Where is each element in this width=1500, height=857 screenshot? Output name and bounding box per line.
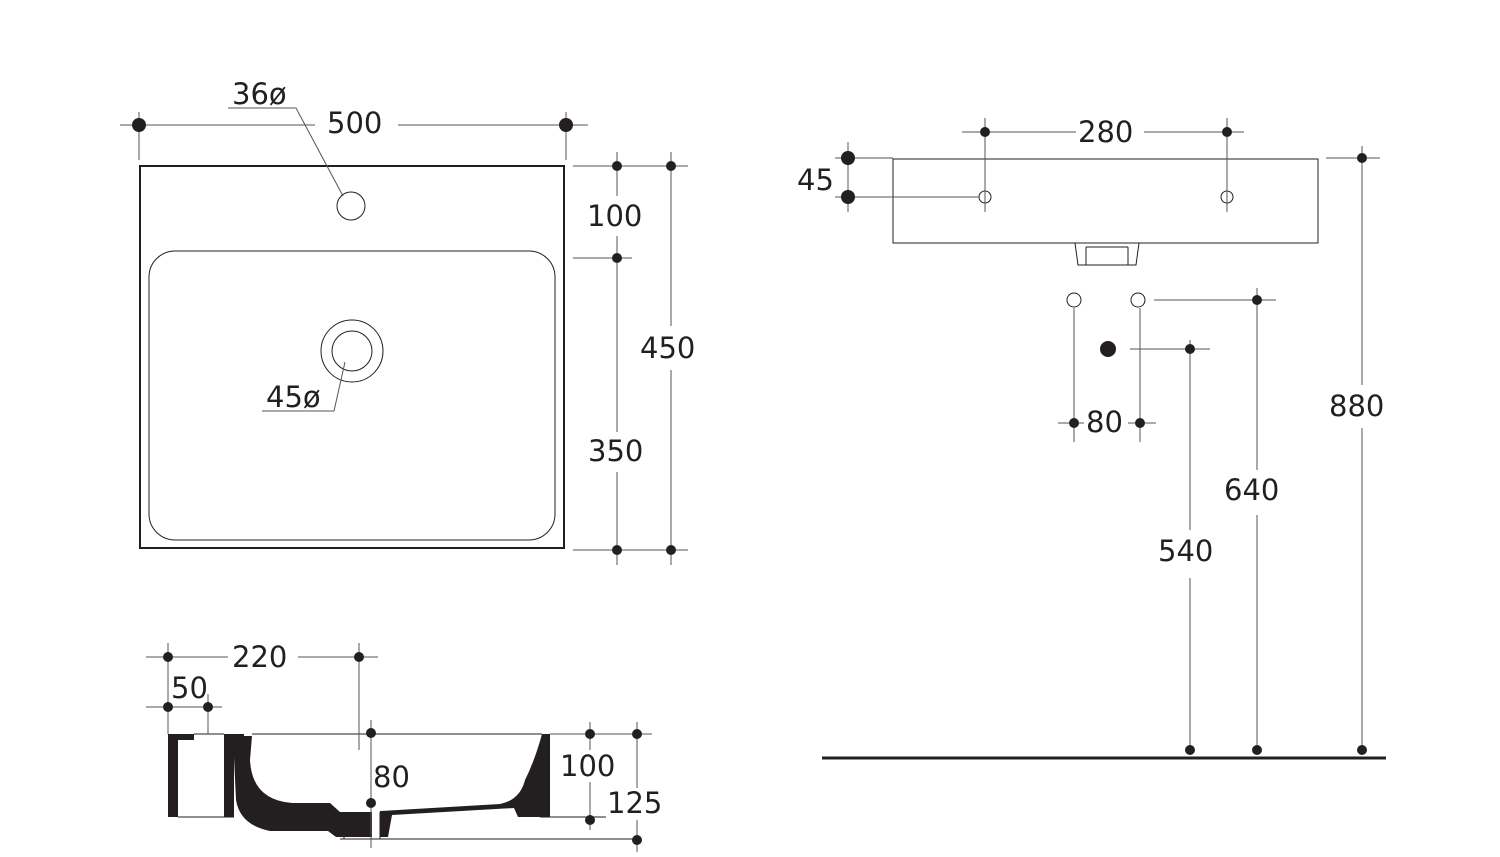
- wall-dot-right: [203, 702, 213, 712]
- waste-outlet-height-label: 540: [1158, 534, 1213, 568]
- rim-dot-bottom: [612, 545, 622, 555]
- rim-to-bowl-label: 100: [587, 199, 642, 233]
- rim-dot-mid: [612, 253, 622, 263]
- section-tap-deck: [168, 734, 194, 817]
- bowl-height-dot-top: [585, 729, 595, 739]
- tap-to-waste-label: 220: [232, 640, 287, 674]
- bowl-label-bg: [585, 432, 645, 472]
- total-height-label: 125: [607, 786, 662, 820]
- rim-label-bg: [585, 196, 645, 236]
- supply-spacing-dot-left: [1069, 418, 1079, 428]
- depth-total-label: 450: [640, 331, 695, 365]
- waste-height-label: 80: [373, 760, 410, 794]
- fixing-spacing-dot-right: [1222, 127, 1232, 137]
- section-tap-deck-right: [224, 734, 244, 817]
- bowl-height-label: 100: [560, 749, 615, 783]
- supply-spacing-label: 80: [1086, 405, 1123, 439]
- section-bowl-right-wall: [380, 734, 550, 837]
- tap-to-waste-dot-right: [354, 652, 364, 662]
- fixing-offset-label: 45: [797, 163, 834, 197]
- fixing-offset-label-bg: [795, 164, 837, 194]
- tap-hole: [336, 191, 366, 221]
- total-height-dot-top: [632, 729, 642, 739]
- waste-label: 45ø: [266, 380, 321, 414]
- front-basin-outline: [892, 158, 1319, 244]
- wall-dot-left: [163, 702, 173, 712]
- bowl-depth-label: 350: [588, 434, 643, 468]
- supply-spacing-dot-right: [1135, 418, 1145, 428]
- tap-hole-leader: [228, 107, 344, 197]
- bowl-outline: [148, 250, 556, 541]
- waste-outlet-dot-top: [1185, 344, 1195, 354]
- rim-dot-top: [612, 161, 622, 171]
- supply-spacing-label-bg: [1084, 405, 1128, 439]
- waste-height-dot-bottom: [366, 798, 376, 808]
- front-view: 280 45 80 640 540: [795, 115, 1386, 760]
- width-label: 500: [327, 106, 382, 140]
- waste-height-label-bg: [372, 760, 412, 792]
- waste-leader: [262, 361, 346, 412]
- top-height-dot-top: [1357, 153, 1367, 163]
- front-waste-trap: [1074, 242, 1140, 266]
- section-view: 220 50 80 100 125: [146, 640, 662, 852]
- waste-outlet-dot-bottom: [1185, 745, 1195, 755]
- fixing-offset-dot-bottom: [841, 190, 855, 204]
- wall-thickness-label: 50: [171, 671, 208, 705]
- fixing-spacing-dot-left: [980, 127, 990, 137]
- top-height-label: 880: [1329, 389, 1384, 423]
- waste-height-dot-top: [366, 728, 376, 738]
- top-height-dot-bottom: [1357, 745, 1367, 755]
- top-view: 500 36ø 45ø 100 350 450: [120, 77, 695, 565]
- bowl-height-label-bg: [560, 750, 616, 782]
- basin-outline: [139, 165, 565, 549]
- depth-dot-bottom: [666, 545, 676, 555]
- fixing-spacing-label: 280: [1078, 115, 1133, 149]
- total-height-dot-bottom: [632, 835, 642, 845]
- section-bowl-wall: [233, 736, 372, 837]
- supply-height-dot-top: [1252, 295, 1262, 305]
- supply-hole-left: [1066, 292, 1082, 308]
- tap-to-waste-dot-left: [163, 652, 173, 662]
- waste-inner: [331, 330, 373, 372]
- width-dot-left: [132, 118, 146, 132]
- total-height-label-bg: [606, 788, 662, 820]
- bowl-height-dot-bottom: [585, 815, 595, 825]
- supply-height-dot-bottom: [1252, 745, 1262, 755]
- supply-hole-right: [1130, 292, 1146, 308]
- waste-outer: [320, 319, 384, 383]
- depth-dot-top: [666, 161, 676, 171]
- width-dot-right: [559, 118, 573, 132]
- waste-outlet: [1100, 341, 1116, 357]
- tap-hole-label: 36ø: [232, 77, 287, 111]
- fixing-offset-dot-top: [841, 151, 855, 165]
- supply-height-label: 640: [1224, 473, 1279, 507]
